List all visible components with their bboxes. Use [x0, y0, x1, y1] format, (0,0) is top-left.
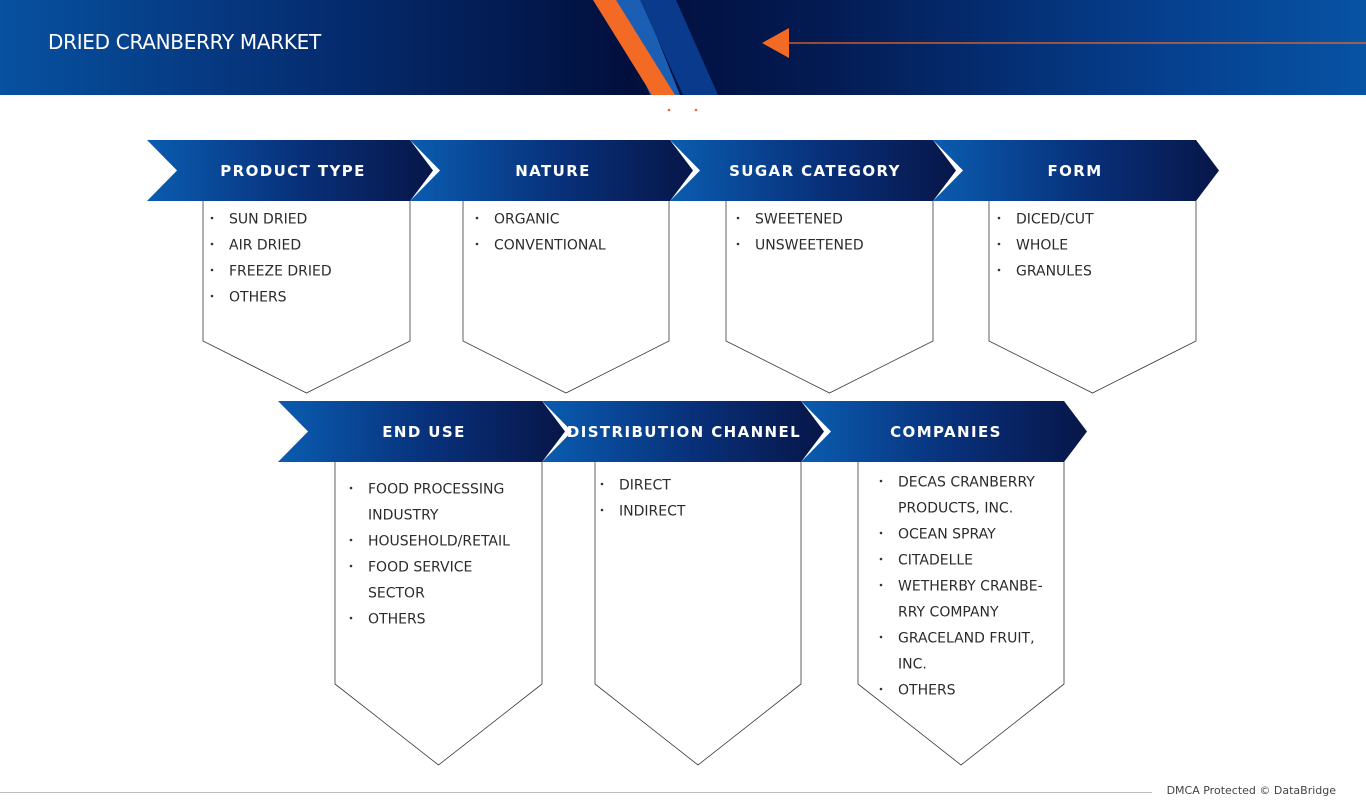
segment-product-type: PRODUCT TYPE SUN DRIED AIR DRIED FREEZE DRI…: [147, 140, 433, 394]
segment-item: CITADELLE: [898, 553, 973, 569]
bullet-icon: [349, 486, 353, 490]
segment-header-label: FORM: [1047, 162, 1102, 180]
bullet-icon: [997, 216, 1001, 220]
segment-header-arrow: [670, 140, 956, 201]
segment-box: [334, 462, 543, 766]
bullet-icon: [210, 216, 214, 220]
footer-rule: [0, 792, 1152, 793]
segment-item: SECTOR: [368, 586, 425, 602]
page-title: DRIED CRANBERRY MARKET: [48, 30, 321, 54]
blue-stripe-right: [640, 0, 718, 95]
bullet-icon: [600, 482, 604, 486]
segment-item: DICED/CUT: [1016, 212, 1094, 228]
segment-item: HOUSEHOLD/RETAIL: [368, 534, 510, 550]
segment-item: SWEETENED: [755, 212, 843, 228]
bullet-icon: [600, 508, 604, 512]
header-decoration: [593, 0, 1366, 95]
bullet-icon: [736, 216, 740, 220]
segment-item: GRACELAND FRUIT,: [898, 631, 1035, 647]
bullet-icon: [879, 531, 883, 535]
segment-header-label: SUGAR CATEGORY: [729, 162, 901, 180]
segment-box: [202, 201, 411, 394]
segment-item: PRODUCTS, INC.: [898, 501, 1013, 517]
segment-item: INDUSTRY: [368, 508, 439, 524]
bullet-icon: [736, 242, 740, 246]
segment-item: FREEZE DRIED: [229, 264, 332, 280]
segment-companies: COMPANIES DECAS CRANBERRY PRODUCTS, INC. OC…: [801, 401, 1087, 766]
segment-item: INC.: [898, 657, 927, 673]
segment-item: DIRECT: [619, 478, 671, 494]
segment-item: RRY COMPANY: [898, 605, 999, 621]
header-banner: DRIED CRANBERRY MARKET: [0, 0, 1366, 95]
segment-header-arrow: [410, 140, 693, 201]
segment-end-use: END USE FOOD PROCESSING INDUSTRY HOUSEHOLD/…: [278, 401, 565, 766]
segment-item: WHOLE: [1016, 238, 1068, 254]
segments-layer: PRODUCT TYPE SUN DRIED AIR DRIED FREEZE DRI…: [147, 140, 1219, 766]
bullet-icon: [879, 687, 883, 691]
bullet-icon: [997, 268, 1001, 272]
bullet-icon: [997, 242, 1001, 246]
orange-dot: [694, 108, 698, 112]
segment-item: FOOD PROCESSING: [368, 482, 504, 498]
bullet-icon: [879, 479, 883, 483]
bullet-icon: [475, 216, 479, 220]
segment-item: AIR DRIED: [229, 238, 301, 254]
bullet-icon: [349, 616, 353, 620]
segment-item: OTHERS: [368, 612, 426, 628]
segment-box: [857, 462, 1065, 766]
segment-item: ORGANIC: [494, 212, 560, 228]
bullet-icon: [475, 242, 479, 246]
segment-sugar-category: SUGAR CATEGORY SWEETENED UNSWEETENED: [670, 140, 956, 394]
segment-box: [462, 201, 670, 394]
segment-header-arrow: [933, 140, 1219, 201]
segment-item: FOOD SERVICE: [368, 560, 472, 576]
segment-box: [725, 201, 934, 394]
bullet-icon: [879, 557, 883, 561]
segment-item: DECAS CRANBERRY: [898, 475, 1035, 491]
bullet-icon: [210, 242, 214, 246]
segment-header-arrow: [801, 401, 1087, 462]
segment-item: UNSWEETENED: [755, 238, 864, 254]
segment-item: SUN DRIED: [229, 212, 307, 228]
arrow-left-icon: [762, 28, 789, 58]
segment-item: OTHERS: [229, 290, 287, 306]
segment-item: GRANULES: [1016, 264, 1092, 280]
segment-item: CONVENTIONAL: [494, 238, 606, 254]
bullet-icon: [349, 564, 353, 568]
segment-item: OTHERS: [898, 683, 956, 699]
segment-header-label: END USE: [382, 423, 466, 441]
segment-distribution-channel: DISTRIBUTION CHANNEL DIRECT INDIRECT: [542, 401, 824, 766]
segment-header-label: COMPANIES: [890, 423, 1002, 441]
segment-header-label: PRODUCT TYPE: [220, 162, 366, 180]
segment-header-label: NATURE: [515, 162, 591, 180]
orange-dot: [667, 108, 671, 112]
segment-box: [988, 201, 1197, 394]
segment-header-arrow: [147, 140, 433, 201]
segment-box: [594, 462, 802, 766]
segment-header-arrow: [278, 401, 565, 462]
segment-form: FORM DICED/CUT WHOLE GRANULES: [933, 140, 1219, 394]
orange-stripe: [593, 0, 675, 95]
bullet-icon: [210, 294, 214, 298]
bullet-icon: [879, 635, 883, 639]
segment-header-arrow: [542, 401, 824, 462]
segment-header-label: DISTRIBUTION CHANNEL: [567, 423, 801, 441]
bullet-icon: [879, 583, 883, 587]
segment-item: INDIRECT: [619, 504, 686, 520]
segment-item: WETHERBY CRANBE-: [898, 579, 1043, 595]
footer-credit: DMCA Protected © DataBridge: [1166, 784, 1336, 797]
segment-item: OCEAN SPRAY: [898, 527, 996, 543]
bullet-icon: [210, 268, 214, 272]
segment-nature: NATURE ORGANIC CONVENTIONAL: [410, 140, 693, 394]
bullet-icon: [349, 538, 353, 542]
